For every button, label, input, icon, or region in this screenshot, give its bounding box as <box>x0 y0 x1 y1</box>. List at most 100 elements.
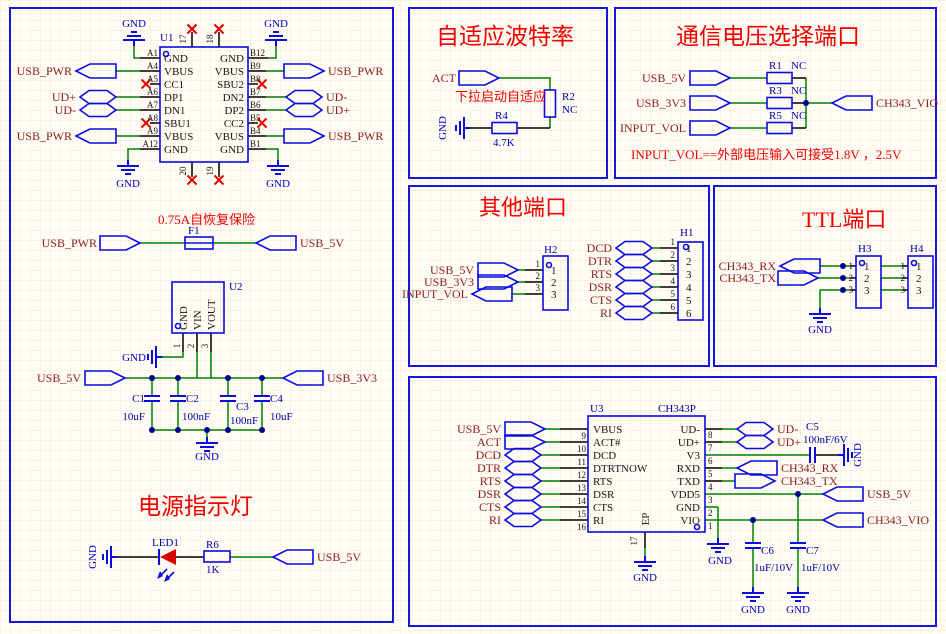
net-label: DCD <box>587 241 613 255</box>
resistor-r4[interactable] <box>491 121 518 135</box>
junction-dot <box>840 263 846 269</box>
pin-name: CC1 <box>164 79 184 91</box>
pin-name: CTS <box>593 502 613 514</box>
net-label: UD- <box>326 90 347 104</box>
component-part: CH343P <box>658 403 696 415</box>
u2-body[interactable] <box>171 281 225 334</box>
component-ref: H4 <box>910 243 924 255</box>
component-ref: C6 <box>761 545 774 557</box>
pin-number: 18 <box>205 34 215 44</box>
header-h4[interactable] <box>907 255 934 309</box>
header-h1[interactable] <box>677 241 704 321</box>
pin-name: CC2 <box>224 118 244 130</box>
pin-name: 1 <box>864 261 870 273</box>
net-label: CH343_VIO <box>876 96 938 110</box>
section-title: TTL端口 <box>802 207 886 232</box>
net-label: UD+ <box>326 103 350 117</box>
pin-number: 1 <box>849 261 854 271</box>
pin-name: EP <box>640 513 652 526</box>
section-title: 通信电压选择端口 <box>676 24 860 49</box>
pin-number: 5 <box>671 289 676 299</box>
net-label: USB_3V3 <box>424 275 474 289</box>
net-label: DTR <box>588 254 612 268</box>
component-value: 100nF <box>230 415 258 427</box>
led-icon[interactable] <box>160 549 176 565</box>
pin-name: 2 <box>551 277 557 289</box>
net-label: USB_5V <box>457 422 501 436</box>
pin-name: GND <box>676 502 700 514</box>
junction-dot <box>149 427 155 433</box>
header-h3[interactable] <box>855 255 882 309</box>
led-arrowhead-icon <box>164 574 170 582</box>
gnd-label: GND <box>633 572 657 584</box>
component-u2-regulator[interactable]: U2 GND VIN VOUT 1 2 3 GND GND USB_5V USB… <box>37 281 377 463</box>
annotation: INPUT_VOL==外部电压输入可接受1.8V ，2.5V <box>631 147 902 162</box>
section-ttl-ports: TTL端口 GND CH343_RX CH343_TX H3 H4 1 2 3 … <box>719 207 934 336</box>
pin-name: GND <box>220 144 244 156</box>
junction-dot <box>795 491 801 497</box>
junction-dot <box>840 287 846 293</box>
net-label: UD- <box>777 422 798 436</box>
header-h2[interactable] <box>542 255 569 311</box>
gnd-label: GND <box>741 604 765 616</box>
component-ref: U1 <box>160 32 173 44</box>
pin-number: B6 <box>250 100 261 110</box>
pin-name: 1 <box>686 243 692 255</box>
gnd-label: GND <box>786 604 810 616</box>
component-ref: U2 <box>229 281 242 293</box>
resistor-r5[interactable] <box>766 121 793 135</box>
pin-number: 16 <box>577 522 587 532</box>
pin-name: 3 <box>686 269 692 281</box>
net-label: CH343_TX <box>719 271 776 285</box>
component-ref: C3 <box>236 401 249 413</box>
u1-pins <box>140 32 268 177</box>
net-label: RI <box>600 306 612 320</box>
net-label: USB_3V3 <box>327 371 377 385</box>
net-label: UD- <box>55 103 76 117</box>
pin-name: VBUS <box>164 131 193 143</box>
u3-body[interactable] <box>587 415 706 533</box>
pin-name: DP1 <box>164 92 184 104</box>
u2-pins <box>182 333 212 352</box>
component-u1-usb-connector[interactable]: U1 GND GND GND GND A1 A4 A5 A6 A7 A8 A9 … <box>17 18 384 190</box>
pin-number: A1 <box>147 48 158 58</box>
pin-name: DSR <box>593 489 615 501</box>
pin-name: 6 <box>686 308 692 320</box>
u1-body[interactable] <box>159 46 249 163</box>
resistor-r6[interactable] <box>203 550 231 563</box>
resistor-r1[interactable] <box>766 71 793 85</box>
net-label: DSR <box>478 487 501 501</box>
net-label: USB_PWR <box>328 129 383 143</box>
section-box-vio-select <box>614 7 937 179</box>
section-box-ttl <box>713 185 937 367</box>
junction-dot <box>204 427 210 433</box>
component-u3-ch343p[interactable]: U3 CH343P VBUS ACT# DCD DTRTNOW RTS DSR … <box>457 403 929 616</box>
pin-number: A12 <box>143 139 159 149</box>
component-f1-fuse[interactable]: 0.75A自恢复保险 F1 USB_PWR USB_5V <box>42 212 345 251</box>
resistor-r3[interactable] <box>766 96 793 110</box>
pin-number: 2 <box>186 344 196 349</box>
component-power-led[interactable]: 电源指示灯 GND LED1 R6 1K USB_5V <box>87 494 361 582</box>
net-label: CH343_TX <box>781 474 838 488</box>
pin-name: VBUS <box>164 66 193 78</box>
junction-dot <box>225 375 231 381</box>
pin-name: 1 <box>551 265 557 277</box>
component-value: 10uF <box>122 411 145 423</box>
pin-number: 3 <box>536 283 541 293</box>
baud-wires-green <box>499 77 551 128</box>
gnd-label: GND <box>437 116 449 140</box>
pin-number: A5 <box>147 74 158 84</box>
annotation: 下拉启动自适应 <box>455 89 546 104</box>
pin-number: 2 <box>901 273 906 283</box>
pin-name: 5 <box>686 295 692 307</box>
pin-name: 3 <box>551 289 557 301</box>
resistor-r2[interactable] <box>543 89 557 118</box>
pin-name: VDD5 <box>671 489 701 501</box>
net-label: CTS <box>479 500 501 514</box>
section-box-baud <box>408 7 608 179</box>
net-label: RTS <box>480 474 501 488</box>
pin-number: A8 <box>147 113 158 123</box>
pin-number: 5 <box>708 469 713 479</box>
pin-number: 17 <box>629 536 639 546</box>
pin-number: 3 <box>849 285 854 295</box>
